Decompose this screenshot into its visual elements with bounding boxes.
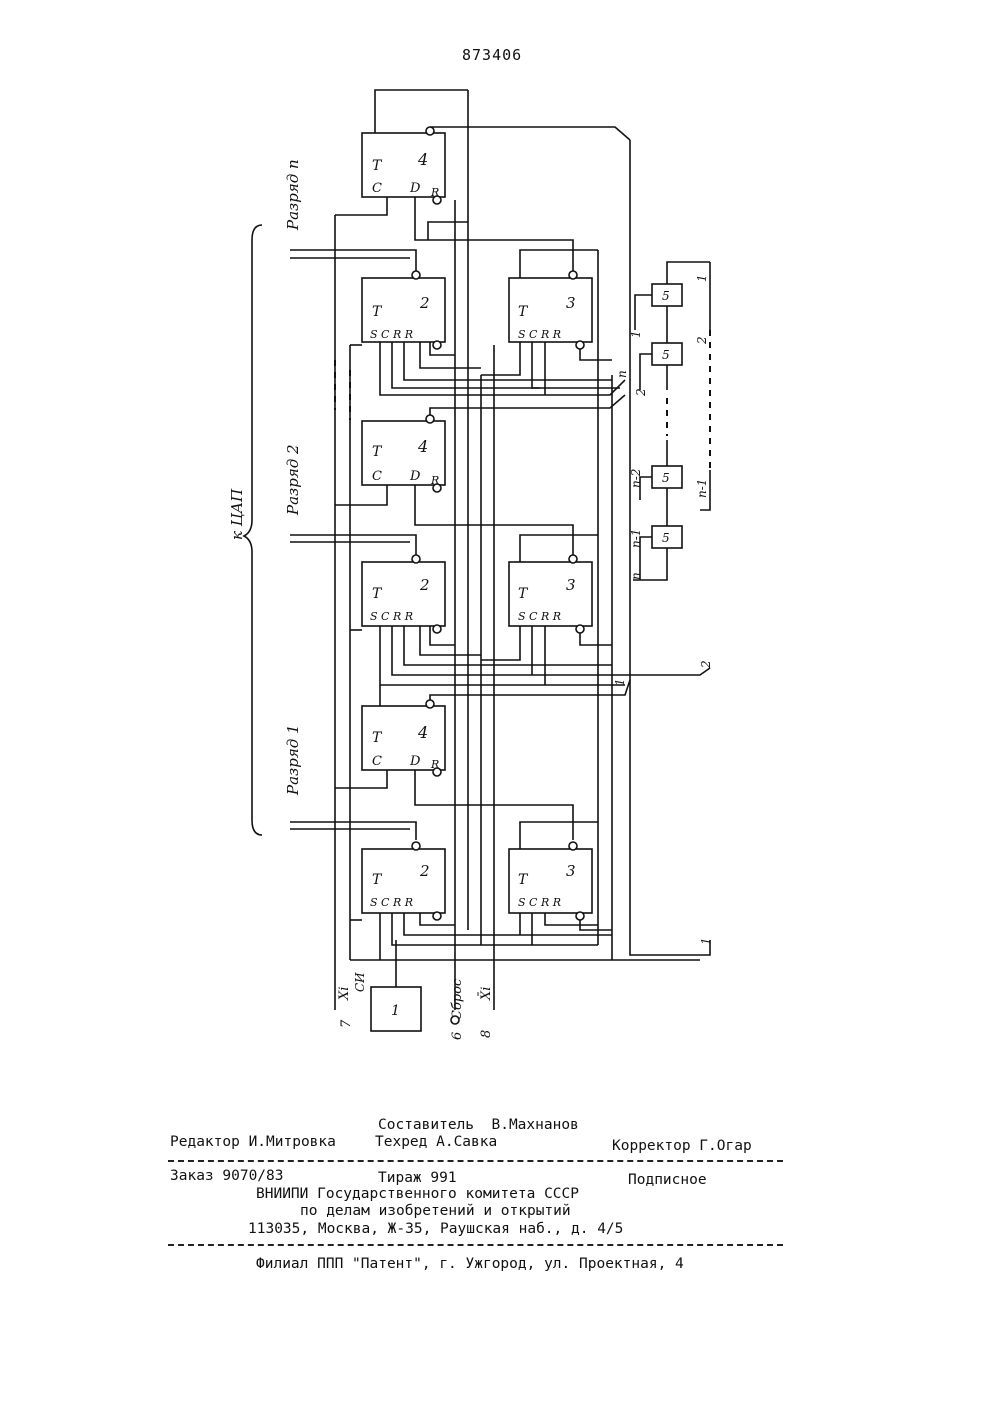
input-reset: Сброс [450,978,465,1020]
svg-text:S C R R: S C R R [518,328,561,341]
divider [168,1244,783,1246]
circuit-diagram: T 4 C D R T 2 S C R R T 3 S C R R T 4 C … [0,0,1000,1060]
svg-text:2: 2 [419,862,430,880]
stage-2: T 4 C D R T 2 S C R R T 3 S C R R [362,415,592,633]
input-si: СИ [353,972,367,992]
input-7: 7 [339,1019,354,1028]
svg-text:C: C [372,181,382,196]
svg-text:2: 2 [699,660,713,669]
svg-text:2: 2 [634,388,648,397]
svg-text:п-2: п-2 [629,469,643,488]
svg-text:п-1: п-1 [695,479,709,498]
stage-1: T 4 C D R T 2 S C R R T 3 S C R R [362,700,592,920]
svg-text:п-1: п-1 [629,529,643,548]
svg-text:C: C [372,754,382,769]
svg-text:1: 1 [695,274,709,282]
svg-text:S C R R: S C R R [518,896,561,909]
block-4: 4 [417,150,428,169]
svg-text:S C R R: S C R R [370,610,413,623]
divider [168,1160,783,1162]
bit-label-1: Разряд 1 [284,724,302,796]
order: Заказ 9070/83 [170,1168,284,1184]
bit-label-n: Разряд п [284,159,302,231]
techred: Техред А.Савка [375,1134,497,1150]
svg-text:D: D [409,469,421,484]
svg-text:5: 5 [662,289,670,303]
buses [290,90,710,1010]
svg-text:1: 1 [629,330,643,338]
svg-text:D: D [409,181,421,196]
composer: Составитель В.Махнанов [378,1117,579,1133]
delay-chain: 5 5 5 5 [633,262,710,580]
svg-text:S C R R: S C R R [370,328,413,341]
svg-text:1: 1 [391,1003,400,1019]
svg-text:п: п [629,572,643,580]
svg-text:2: 2 [419,294,430,312]
svg-text:2: 2 [419,576,430,594]
svg-text:D: D [409,754,421,769]
svg-text:п: п [615,370,629,378]
svg-text:5: 5 [662,531,670,545]
svg-text:2: 2 [695,336,709,345]
input-8: 8 [479,1030,494,1038]
branch: Филиал ППП "Патент", г. Ужгород, ул. Про… [256,1256,684,1272]
svg-text:1: 1 [613,678,627,686]
svg-text:3: 3 [566,294,576,312]
editor: Редактор И.Митровка [170,1134,336,1150]
svg-text:4: 4 [417,437,428,456]
svg-text:C: C [372,469,382,484]
bit-label-2: Разряд 2 [284,444,302,516]
chain-labels: 1 2 п-1 п-2 п-1 п 1 2 п 2 1 1 [613,274,713,945]
svg-text:S C R R: S C R R [518,610,561,623]
svg-text:S C R R: S C R R [370,896,413,909]
org-line-2: по делам изобретений и открытий [300,1203,571,1219]
bus-label: к ЦАП [228,488,246,540]
org-line-3: 113035, Москва, Ж-35, Раушская наб., д. … [248,1221,623,1237]
corrector: Корректор Г.Огар [612,1138,752,1154]
input-xi-inv: X̄i [478,987,494,1001]
stage-n: T 4 C D R T 2 S C R R T 3 S C R R [362,127,592,349]
svg-text:5: 5 [662,471,670,485]
subscription: Подписное [628,1172,707,1188]
svg-text:3: 3 [566,862,576,880]
circulation: Тираж 991 [378,1170,457,1186]
svg-text:4: 4 [417,723,428,742]
svg-text:3: 3 [566,576,576,594]
svg-text:5: 5 [662,348,670,362]
org-line-1: ВНИИПИ Государственного комитета СССР [256,1186,579,1202]
input-xi: Xi [337,987,352,1001]
input-6: 6 [450,1032,465,1040]
svg-text:1: 1 [699,937,713,945]
